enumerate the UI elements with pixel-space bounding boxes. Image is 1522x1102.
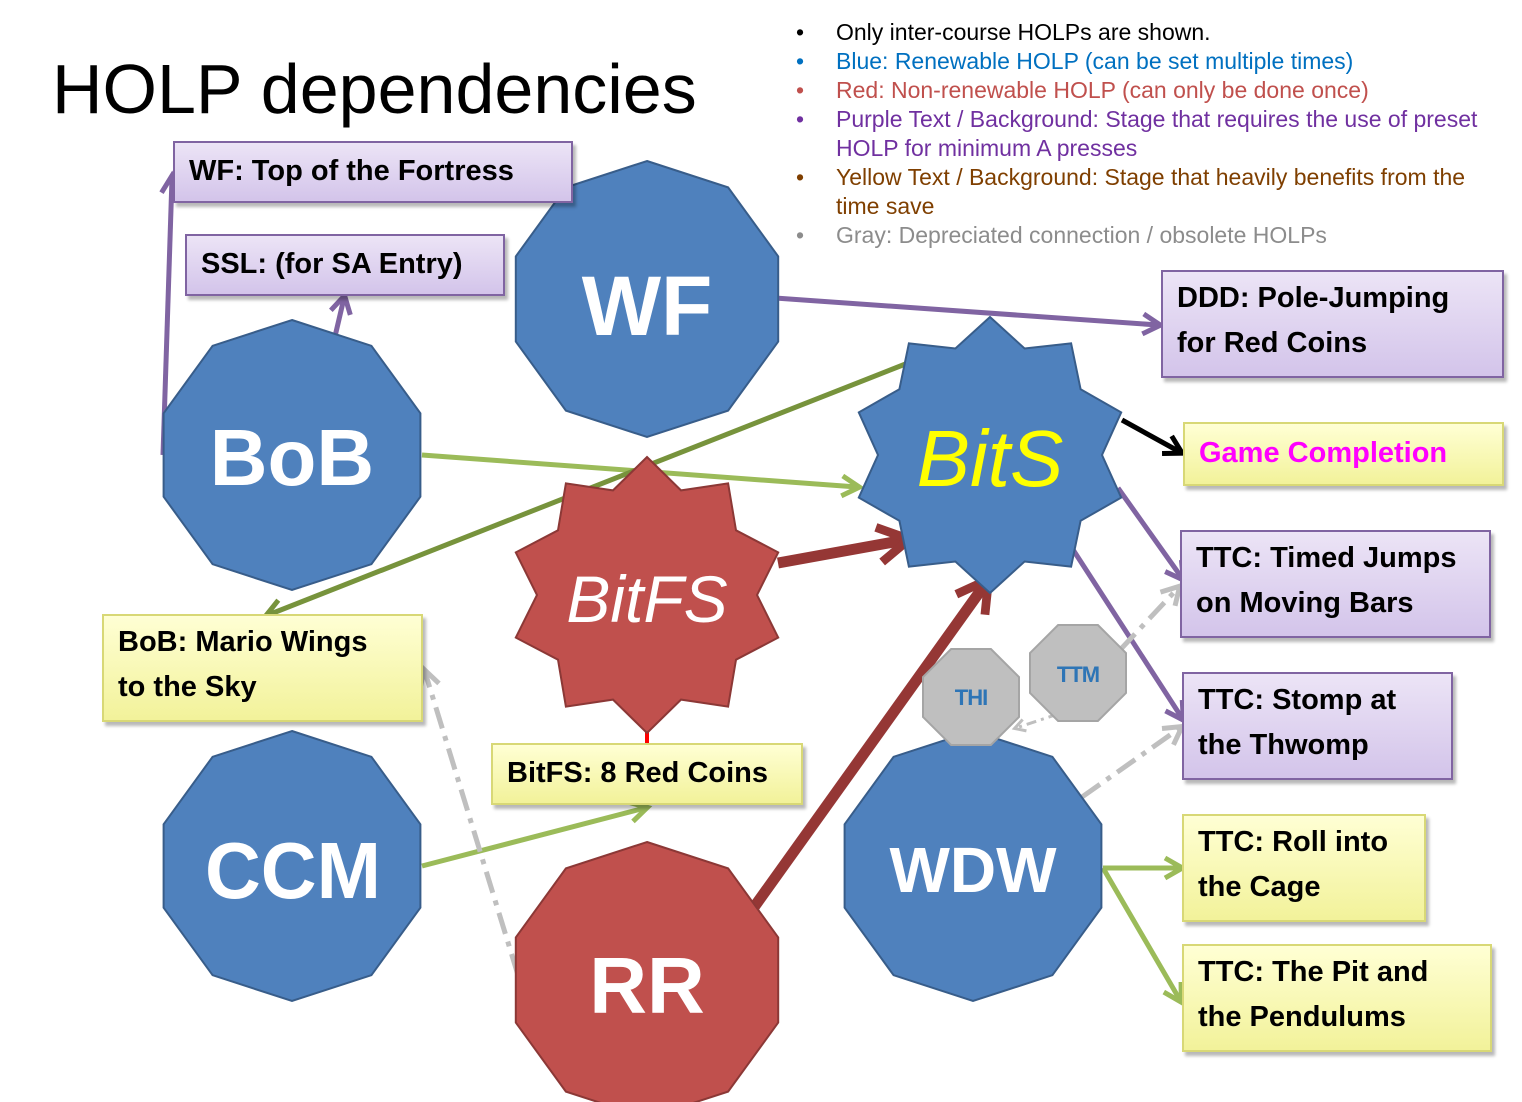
legend-item: •Gray: Depreciated connection / obsolete… <box>795 222 1327 248</box>
edge-rr-to-bob-wings-obsolete <box>417 664 521 976</box>
legend-item: •Purple Text / Background: Stage that re… <box>795 106 1478 161</box>
box-wf-top-of-fortress[interactable]: WF: Top of the Fortress <box>173 141 573 203</box>
edge-bits-to-ttc-stomp <box>1067 543 1187 725</box>
legend-item-text: Gray: Depreciated connection / obsolete … <box>836 222 1327 248</box>
legend: •Only inter-course HOLPs are shown. •Blu… <box>790 18 1510 250</box>
edge-wf-to-ddd <box>774 295 1166 337</box>
box-ttc-stomp-line2: the Thwomp <box>1198 729 1369 761</box>
node-wdw-label: WDW <box>889 834 1057 906</box>
edge-ttm-to-ttc-timed-obsolete <box>1118 582 1184 652</box>
legend-item-text: Yellow Text / Background: Stage that hea… <box>836 164 1466 219</box>
box-ttc-stomp-thwomp[interactable]: TTC: Stomp at the Thwomp <box>1182 672 1453 780</box>
node-ttm[interactable]: TTM <box>1029 624 1127 722</box>
node-bitfs[interactable]: BitFS <box>514 455 780 735</box>
node-bob[interactable]: BoB <box>162 318 422 592</box>
box-ttc-pit-line2: the Pendulums <box>1198 1001 1406 1033</box>
legend-item: •Red: Non-renewable HOLP (can only be do… <box>795 77 1369 103</box>
legend-item-text: Blue: Renewable HOLP (can be set multipl… <box>836 48 1354 74</box>
box-game-completion-label: Game Completion <box>1199 437 1448 469</box>
legend-item: •Blue: Renewable HOLP (can be set multip… <box>795 48 1354 74</box>
box-ddd-line1: DDD: Pole-Jumping <box>1177 282 1450 314</box>
box-ttc-timed-line1: TTC: Timed Jumps <box>1196 542 1457 574</box>
node-bob-label: BoB <box>210 413 374 502</box>
box-game-completion[interactable]: Game Completion <box>1183 422 1504 486</box>
box-bob-mario-wings[interactable]: BoB: Mario Wings to the Sky <box>102 614 423 722</box>
edge-rr-to-bits <box>747 572 994 914</box>
edge-bitfs-to-bits <box>777 523 919 569</box>
node-wdw[interactable]: WDW <box>843 729 1103 1003</box>
box-bob-wings-line2: to the Sky <box>118 671 257 703</box>
node-wf-label: WF <box>582 259 713 353</box>
node-rr[interactable]: RR <box>514 840 780 1102</box>
node-rr-label: RR <box>589 941 705 1030</box>
box-bob-wings-line1: BoB: Mario Wings <box>118 626 368 658</box>
legend-item-text: Only inter-course HOLPs are shown. <box>836 19 1211 45</box>
node-ccm[interactable]: CCM <box>162 729 422 1003</box>
box-ttc-timed-jumps[interactable]: TTC: Timed Jumps on Moving Bars <box>1180 530 1491 638</box>
legend-item: •Yellow Text / Background: Stage that he… <box>795 164 1466 219</box>
node-bits-label: BitS <box>917 414 1064 503</box>
box-ttc-pit-line1: TTC: The Pit and <box>1198 956 1429 988</box>
box-ssl-sa-entry-label: SSL: (for SA Entry) <box>201 248 463 280</box>
legend-item: •Only inter-course HOLPs are shown. <box>795 19 1211 45</box>
box-bitfs-8-red-coins[interactable]: BitFS: 8 Red Coins <box>491 743 803 805</box>
edge-bob-to-wf-top <box>159 170 184 456</box>
box-ssl-sa-entry[interactable]: SSL: (for SA Entry) <box>185 234 505 296</box>
box-ttc-roll-line1: TTC: Roll into <box>1198 826 1389 858</box>
edge-wdw-to-ttc-stomp-obsolete <box>1080 723 1187 800</box>
page-title: HOLP dependencies <box>52 50 697 128</box>
box-bitfs-8-red-coins-label: BitFS: 8 Red Coins <box>507 757 769 789</box>
nodes: WF BoB CCM RR WDW BitS BitFS <box>162 159 1127 1102</box>
box-ttc-roll-line2: the Cage <box>1198 871 1321 903</box>
box-wf-top-of-fortress-label: WF: Top of the Fortress <box>189 155 514 187</box>
box-ddd-pole-jumping[interactable]: DDD: Pole-Jumping for Red Coins <box>1161 270 1504 378</box>
box-ttc-timed-line2: on Moving Bars <box>1196 587 1414 619</box>
box-ddd-line2: for Red Coins <box>1177 327 1368 359</box>
edge-ccm-to-bitfs-red <box>421 799 653 869</box>
node-ccm-label: CCM <box>205 826 381 915</box>
node-thi[interactable]: THI <box>922 648 1020 746</box>
node-bits[interactable]: BitS <box>857 315 1123 595</box>
legend-item-text: Purple Text / Background: Stage that req… <box>836 106 1478 161</box>
edge-bits-to-ttc-timed <box>1115 486 1187 585</box>
node-wf[interactable]: WF <box>514 159 780 439</box>
edge-bits-to-game-completion <box>1120 417 1187 457</box>
edge-ttm-to-thi-obsolete <box>1011 712 1059 733</box>
node-thi-label: THI <box>955 685 987 710</box>
node-ttm-label: TTM <box>1057 662 1099 687</box>
legend-item-text: Red: Non-renewable HOLP (can only be don… <box>836 77 1369 103</box>
box-ttc-roll-cage[interactable]: TTC: Roll into the Cage <box>1182 814 1426 922</box>
box-ttc-stomp-line1: TTC: Stomp at <box>1198 684 1397 716</box>
edge-wdw-to-ttc-pit <box>1100 866 1184 1007</box>
box-ttc-pit-pendulums[interactable]: TTC: The Pit and the Pendulums <box>1182 944 1492 1052</box>
node-bitfs-label: BitFS <box>566 562 727 636</box>
